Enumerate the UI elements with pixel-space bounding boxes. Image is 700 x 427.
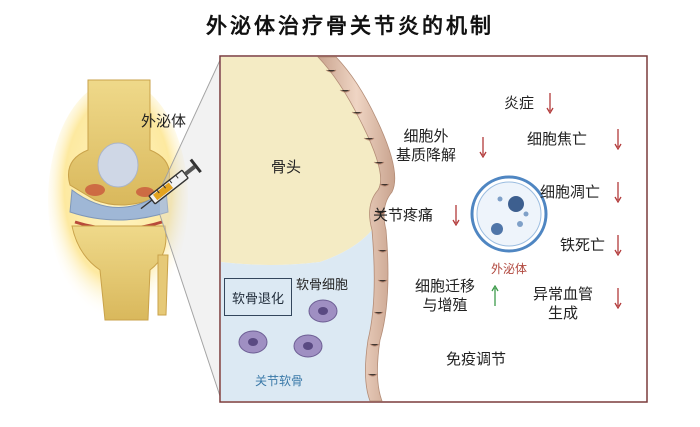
joint-pain-label: 关节疼痛 <box>373 206 434 224</box>
cartilage-region <box>221 230 375 401</box>
page-title: 外泌体治疗骨关节炎的机制 <box>206 14 494 38</box>
effect-label: 细胞焦亡 <box>527 130 588 148</box>
effect-abnormal-angiogenesis: 异常血管 生成 <box>533 285 593 323</box>
syringe-icon <box>140 158 202 210</box>
cartilage-degeneration-label: 软骨退化 <box>231 291 284 307</box>
effect-label: 细胞凋亡 <box>540 183 601 201</box>
effect-apoptosis: 细胞凋亡 <box>540 183 600 202</box>
bone-head-label: 骨头 <box>271 158 302 176</box>
down-arrow-icon <box>613 128 623 150</box>
effect-inflammation: 炎症 <box>504 94 534 113</box>
down-arrow-icon <box>613 287 623 309</box>
effect-label-line2: 生成 <box>548 304 579 322</box>
effect-label-line1: 异常血管 <box>533 285 594 303</box>
synovial-membrane <box>317 56 396 402</box>
down-arrow-icon <box>478 136 488 158</box>
down-arrow-icon <box>613 234 623 256</box>
chondrocyte-cell-icon <box>238 299 338 358</box>
synovial-texture <box>325 69 390 377</box>
down-arrow-icon <box>451 204 461 226</box>
effect-ecm-degradation: 细胞外 基质降解 <box>396 127 456 165</box>
exosome-vesicle-icon <box>470 175 548 253</box>
down-arrow-icon <box>613 181 623 203</box>
bone-head-region <box>221 57 381 265</box>
effect-label-line2: 基质降解 <box>396 146 457 164</box>
down-arrow-icon <box>545 92 555 114</box>
effect-migration-proliferation: 细胞迁移 与增殖 <box>415 277 475 315</box>
effect-label: 铁死亡 <box>560 236 606 254</box>
effect-label-line1: 细胞外 <box>403 127 449 145</box>
chondrocyte-label: 软骨细胞 <box>296 278 349 293</box>
exosome-vesicle-label: 外泌体 <box>491 262 528 276</box>
articular-cartilage-label: 关节软骨 <box>255 374 304 388</box>
exosome-injection-label: 外泌体 <box>141 112 187 130</box>
immune-regulation-label: 免疫调节 <box>446 350 507 368</box>
effect-pyroptosis: 细胞焦亡 <box>527 130 587 149</box>
up-arrow-icon <box>490 285 500 307</box>
effect-label: 炎症 <box>504 94 535 112</box>
effect-label-line2: 与增殖 <box>422 296 468 314</box>
effect-ferroptosis: 铁死亡 <box>560 236 605 255</box>
cartilage-degeneration-box: 软骨退化 <box>224 278 292 316</box>
knee-joint-illustration <box>48 55 223 403</box>
effect-label-line1: 细胞迁移 <box>415 277 476 295</box>
